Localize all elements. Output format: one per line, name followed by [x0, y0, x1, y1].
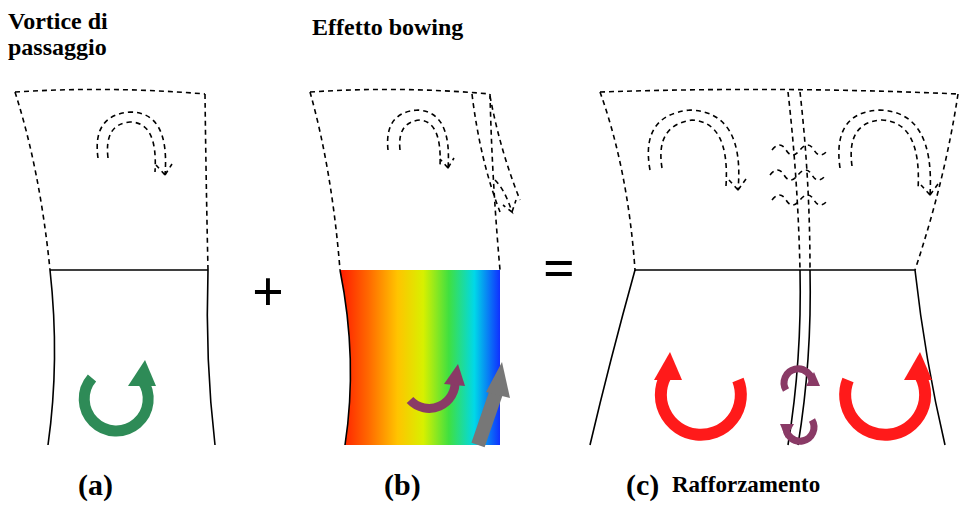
arrow-head	[904, 352, 932, 380]
panel-letter: (c)	[626, 468, 659, 501]
passage-outline-dashed	[600, 89, 958, 270]
panel-title: Vortice di passaggio	[8, 8, 148, 61]
operator-symbol: =	[543, 238, 575, 300]
arrow-head	[780, 424, 794, 438]
arrow-head	[654, 352, 682, 380]
enhanced-vortex-arrow	[845, 372, 925, 435]
bowing-force-arrow	[478, 390, 497, 445]
enhanced-vortex-arrow	[661, 372, 741, 435]
pressure-gradient	[340, 270, 500, 445]
panel-caption: Rafforzamento	[672, 472, 820, 497]
passage-outline	[340, 270, 350, 445]
passage-outline-dashed	[15, 89, 208, 270]
passage-outline	[590, 270, 945, 445]
panel-title: Effetto bowing	[312, 14, 463, 40]
passage-outline	[48, 270, 215, 445]
arrow-head	[486, 362, 510, 398]
blade-bow-line	[788, 270, 810, 445]
secondary-vortex-arrow	[784, 369, 812, 390]
operator-symbol: +	[252, 262, 284, 324]
passage-outline-dashed	[310, 89, 520, 270]
arrow-head	[806, 372, 820, 386]
arrow-head	[128, 360, 156, 386]
panel-letter: (a)	[78, 468, 113, 501]
panel-letter: (b)	[384, 468, 421, 501]
arrow-head	[444, 364, 465, 386]
